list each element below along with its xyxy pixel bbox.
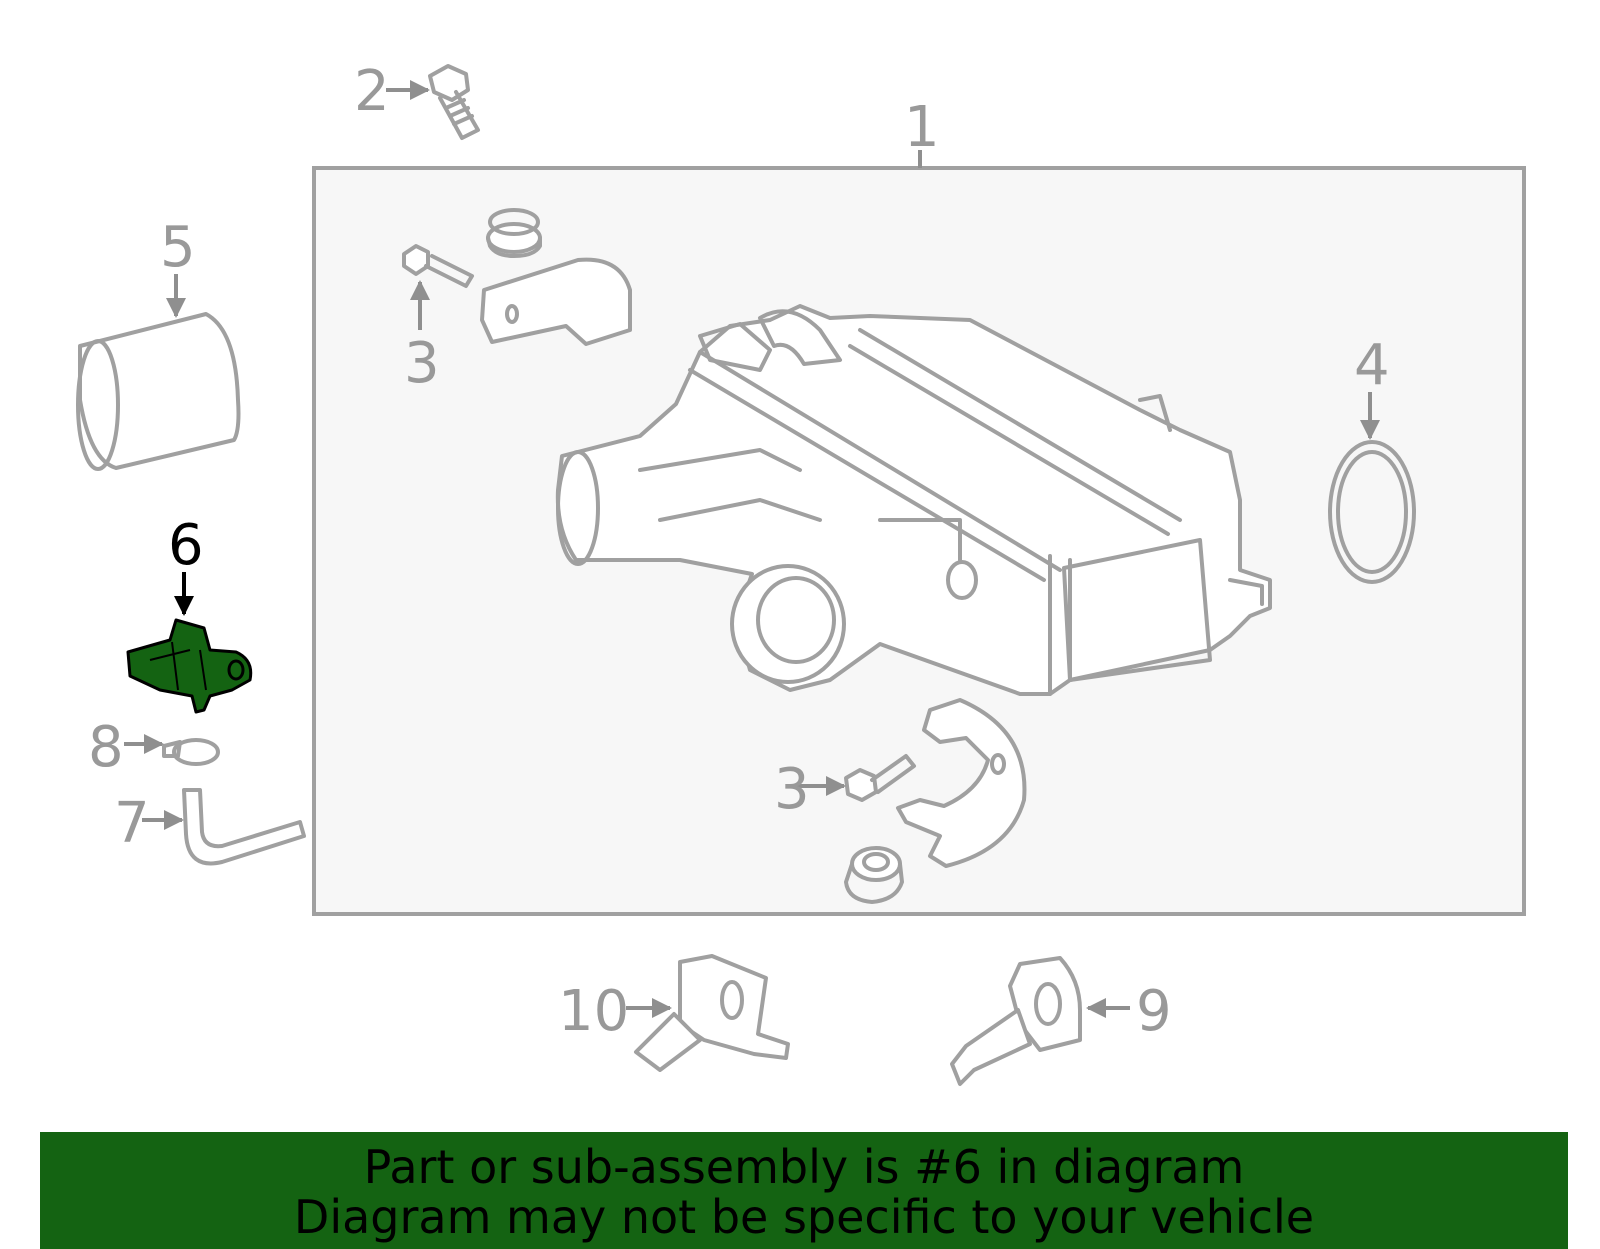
bolt-3-upper	[402, 244, 474, 288]
sensor-10	[634, 954, 790, 1072]
sensor-9	[950, 956, 1082, 1086]
banner-line-2: Diagram may not be specific to your vehi…	[293, 1190, 1315, 1244]
filter-5	[76, 312, 241, 471]
callout-7: 7	[114, 791, 150, 856]
hose-7	[182, 788, 306, 866]
callout-5: 5	[160, 215, 196, 280]
callout-6: 6	[168, 513, 204, 578]
callout-2: 2	[354, 59, 390, 124]
gasket-4	[1328, 440, 1416, 584]
bolt-3-lower	[844, 754, 916, 802]
callout-3-lower: 3	[774, 757, 810, 822]
grommet-upper	[486, 208, 542, 258]
bolt-2	[428, 64, 480, 140]
clamp-8	[162, 738, 220, 766]
intercooler-assembly	[555, 304, 1272, 696]
callout-3-upper: 3	[404, 331, 440, 396]
callout-8: 8	[88, 715, 124, 780]
sensor-6-highlighted	[126, 618, 253, 714]
grommet-lower	[844, 846, 904, 904]
callout-9: 9	[1136, 979, 1172, 1044]
banner-line-1: Part or sub-assembly is #6 in diagram	[363, 1140, 1245, 1194]
callout-4: 4	[1354, 333, 1390, 398]
bracket-upper	[480, 257, 632, 346]
callout-1: 1	[904, 95, 940, 160]
bracket-lower	[896, 698, 1027, 868]
callout-10: 10	[558, 979, 629, 1044]
info-banner: Part or sub-assembly is #6 in diagram Di…	[40, 1132, 1568, 1249]
